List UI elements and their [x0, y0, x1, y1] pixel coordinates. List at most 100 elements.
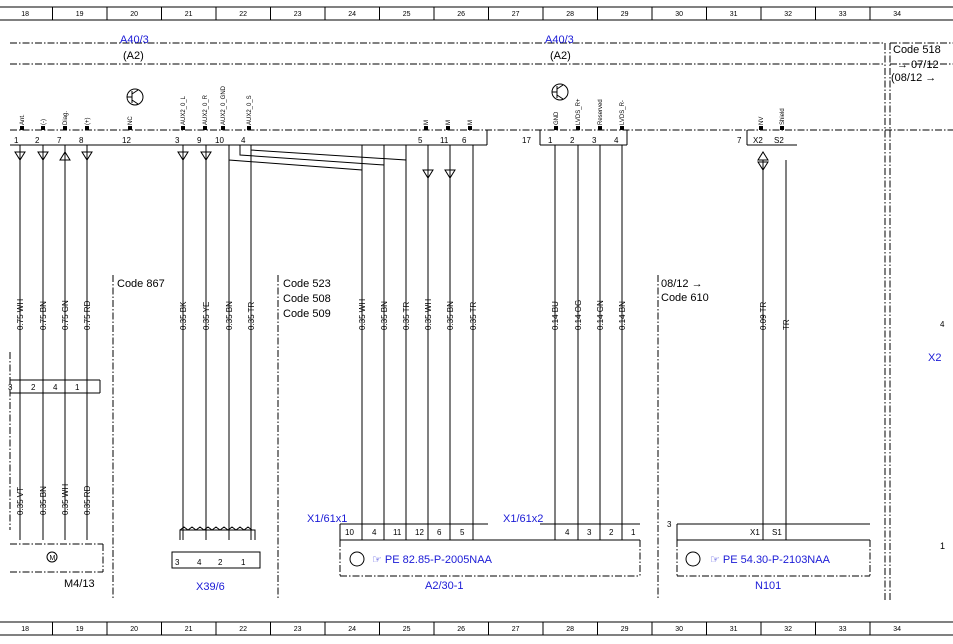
- module-label-left: A40/3: [120, 34, 149, 46]
- pin-signal: Reserved: [598, 99, 604, 125]
- pin-number: 10: [215, 136, 224, 145]
- pin-marker: [20, 126, 24, 130]
- a2-30-1-ref: ☞ PE 82.85-P-2005NAA: [372, 554, 493, 566]
- pin-signal: (+): [85, 117, 91, 125]
- ruler-number: 19: [76, 11, 84, 18]
- ruler-number: 23: [294, 626, 302, 633]
- wire-route: [228, 145, 363, 540]
- pin-marker: [446, 126, 450, 130]
- a2-pin-number: 4: [565, 528, 570, 537]
- pin-marker: [598, 126, 602, 130]
- x39-pin-number: 4: [197, 558, 202, 567]
- n101-pin-number: 3: [667, 520, 672, 529]
- pin-marker: [780, 126, 784, 130]
- arrow-down-icon: [14, 151, 26, 161]
- ruler-number: 19: [76, 626, 84, 633]
- ruler-number: 24: [348, 11, 356, 18]
- code-509-label: Code 509: [283, 308, 331, 320]
- pin-marker: [203, 126, 207, 130]
- arrow-down-icon: [37, 151, 49, 161]
- a2-pin-number: 11: [393, 528, 402, 537]
- pin-number: 9: [197, 136, 202, 145]
- pin-signal: Diag.: [63, 111, 69, 125]
- wire-label: 0.35 RD: [83, 485, 92, 515]
- edge-label-1: 1: [940, 541, 945, 551]
- pin-number: 7: [57, 136, 62, 145]
- arrow-down-icon: [200, 151, 212, 161]
- pin-number: 17: [522, 136, 531, 145]
- wire-label: 0.75 GN: [61, 300, 70, 330]
- ruler-number: 23: [294, 11, 302, 18]
- m4-13-label: M4/13: [64, 578, 95, 590]
- pin-number: 6: [462, 136, 467, 145]
- wire-label: 0.35 BN: [39, 486, 48, 515]
- ruler-number: 32: [784, 11, 792, 18]
- pin-marker: [63, 126, 67, 130]
- a40-3-boundary: [10, 42, 953, 600]
- component-m4-13: M: [10, 543, 104, 573]
- ruler-number: 26: [457, 626, 465, 633]
- mid-pin-number: 1: [75, 383, 80, 392]
- pin-marker: [247, 126, 251, 130]
- ruler-number: 28: [566, 11, 574, 18]
- n101-ref: ☞ PE 54.30-P-2103NAA: [710, 554, 831, 566]
- a2-pin-number: 6: [437, 528, 442, 537]
- pin-marker: [128, 126, 132, 130]
- pin-number: 2: [35, 136, 40, 145]
- ruler-number: 27: [512, 626, 520, 633]
- ruler-number: 34: [893, 626, 901, 633]
- code-boundaries: [9, 275, 659, 600]
- wire-label: 0.14 OG: [574, 300, 583, 330]
- arrow-down-icon: [177, 151, 189, 161]
- x1-61x2-label: X1/61x2: [503, 513, 543, 525]
- wire-label: 0.75 RD: [83, 300, 92, 330]
- ruler-number: 28: [566, 626, 574, 633]
- pin-number: X2: [753, 136, 763, 145]
- ruler-number: 25: [403, 11, 411, 18]
- ruler-number: 29: [621, 626, 629, 633]
- pin-number: 2: [570, 136, 575, 145]
- pin-signal: AUX2_0_S: [247, 95, 253, 125]
- ruler-number: 31: [730, 11, 738, 18]
- ruler-number: 21: [185, 11, 193, 18]
- date-08-12-code-label: 08/12 →: [661, 278, 703, 290]
- pin-marker: [221, 126, 225, 130]
- pin-number: 1: [548, 136, 553, 145]
- top-pins: 1Ant.2(-)7Diag.8(+)12NC3AUX2_0_L9AUX2_0_…: [8, 85, 786, 567]
- pin-signal: LVDS_R-: [620, 100, 626, 125]
- pin-signal: Shield: [780, 108, 786, 125]
- x39-pin-number: 2: [218, 558, 223, 567]
- wire-label: 0.35 BN: [225, 301, 234, 330]
- wire-label: 0.14 GN: [596, 300, 605, 330]
- pin-number: 7: [737, 136, 742, 145]
- ruler-number: 18: [21, 626, 29, 633]
- pin-marker: [554, 126, 558, 130]
- pin-signal: NC: [128, 116, 134, 125]
- pin-marker: [424, 126, 428, 130]
- code-518-label: Code 518: [893, 44, 941, 56]
- wire-label: TR: [782, 319, 791, 330]
- ruler-number: 34: [893, 11, 901, 18]
- a2-pin-number: 12: [415, 528, 424, 537]
- intermediate-connector: [10, 379, 101, 394]
- pin-number: 4: [614, 136, 619, 145]
- ruler-number: 18: [21, 11, 29, 18]
- wire-label: 0.35 BN: [380, 301, 389, 330]
- pin-signal: GND: [554, 111, 560, 125]
- n101-pin-number: S1: [772, 528, 782, 537]
- x1-61x1-label: X1/61x1: [307, 513, 347, 525]
- pin-signal: M: [468, 120, 474, 125]
- n101-pin-number: X1: [750, 528, 760, 537]
- ruler-number: 31: [730, 626, 738, 633]
- ruler-number: 24: [348, 626, 356, 633]
- wire-label: 0.14 BU: [551, 301, 560, 330]
- component-a2-30-1: [339, 523, 641, 577]
- wire-label: 0.35 BK: [179, 301, 188, 330]
- a2-30-1-label: A2/30-1: [425, 580, 464, 592]
- wire-label: 0.35 WH: [358, 299, 367, 330]
- ruler-number: 25: [403, 626, 411, 633]
- code-508-label: Code 508: [283, 293, 331, 305]
- transistor-icon: [551, 83, 569, 101]
